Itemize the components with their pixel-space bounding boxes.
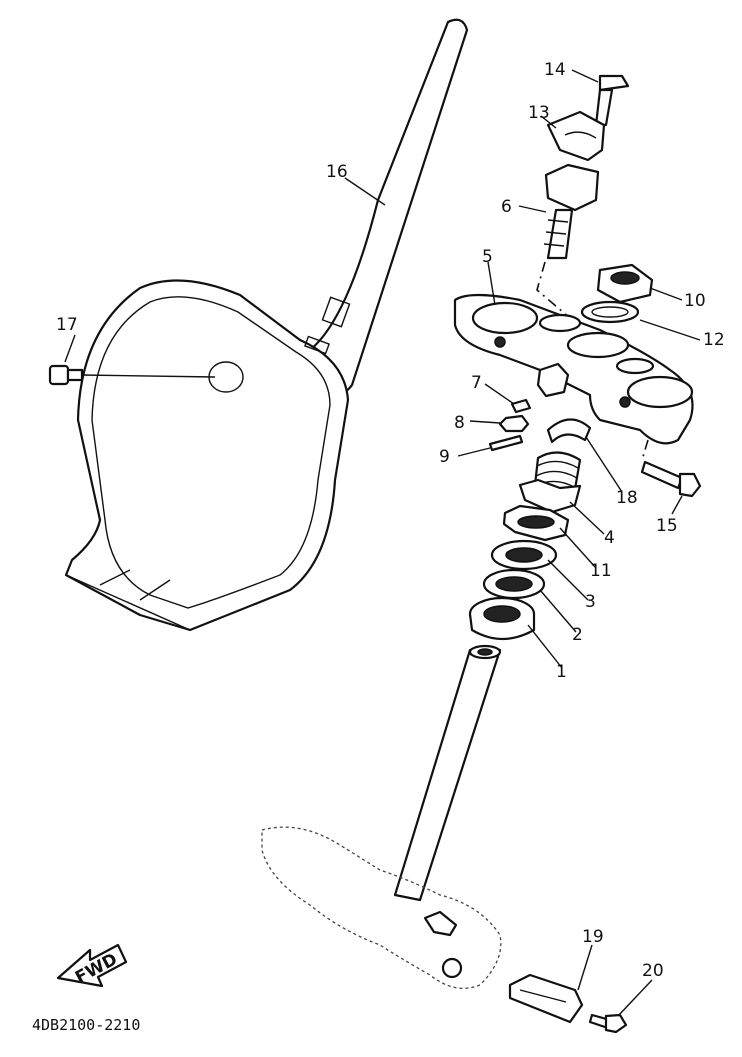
label-part-1: 1 xyxy=(556,662,567,682)
part-labels: 1 2 3 4 5 6 7 8 9 10 11 12 13 14 15 16 1… xyxy=(56,60,725,981)
collar-part-7 xyxy=(510,398,532,414)
label-part-11: 11 xyxy=(590,561,612,581)
washer-part-12 xyxy=(580,300,640,324)
label-part-2: 2 xyxy=(572,625,583,645)
dust-seal-part-3 xyxy=(490,539,558,571)
label-part-14: 14 xyxy=(544,60,566,80)
label-part-9: 9 xyxy=(439,447,450,467)
drawing-code: 4DB2100-2210 xyxy=(32,1016,140,1034)
lower-bracket-clamp xyxy=(423,910,463,979)
label-part-13: 13 xyxy=(528,103,550,123)
bolt-part-14 xyxy=(594,74,630,127)
bolt-part-15 xyxy=(640,460,702,498)
holder-cap-part-13 xyxy=(546,110,606,162)
bolt-part-20 xyxy=(588,1013,628,1034)
fwd-arrow-icon: FWD xyxy=(56,943,128,988)
bearing-part-2 xyxy=(482,568,546,600)
label-part-16: 16 xyxy=(326,162,348,182)
label-part-19: 19 xyxy=(582,927,604,947)
steering-stem xyxy=(393,644,502,902)
label-part-17: 17 xyxy=(56,315,78,335)
bracket-piece xyxy=(536,362,570,398)
label-part-8: 8 xyxy=(454,413,465,433)
label-part-20: 20 xyxy=(642,961,664,981)
steering-nut-part-10 xyxy=(596,263,654,304)
label-part-5: 5 xyxy=(482,247,493,267)
leader-lines xyxy=(64,69,701,1017)
nut-part-8 xyxy=(498,414,530,433)
label-part-6: 6 xyxy=(501,197,512,217)
bolt-part-17 xyxy=(48,364,216,386)
screw-part-9 xyxy=(488,434,524,452)
ring-nut-part-4 xyxy=(518,451,582,514)
label-part-15: 15 xyxy=(656,516,678,536)
label-part-10: 10 xyxy=(684,291,706,311)
label-part-18: 18 xyxy=(616,488,638,508)
lock-nut-part-11 xyxy=(502,504,570,542)
bearing-part-1 xyxy=(468,596,536,640)
label-part-7: 7 xyxy=(471,373,482,393)
label-part-4: 4 xyxy=(604,528,615,548)
ring-part-18 xyxy=(546,418,592,444)
lower-bracket-outline xyxy=(261,826,502,989)
upper-bracket-part-5 xyxy=(453,293,694,445)
handlebar-holder-part-6 xyxy=(543,163,600,260)
number-plate-part-16 xyxy=(64,18,469,632)
label-part-12: 12 xyxy=(703,330,725,350)
label-part-3: 3 xyxy=(585,592,596,612)
clamp-part-19 xyxy=(508,973,584,1024)
